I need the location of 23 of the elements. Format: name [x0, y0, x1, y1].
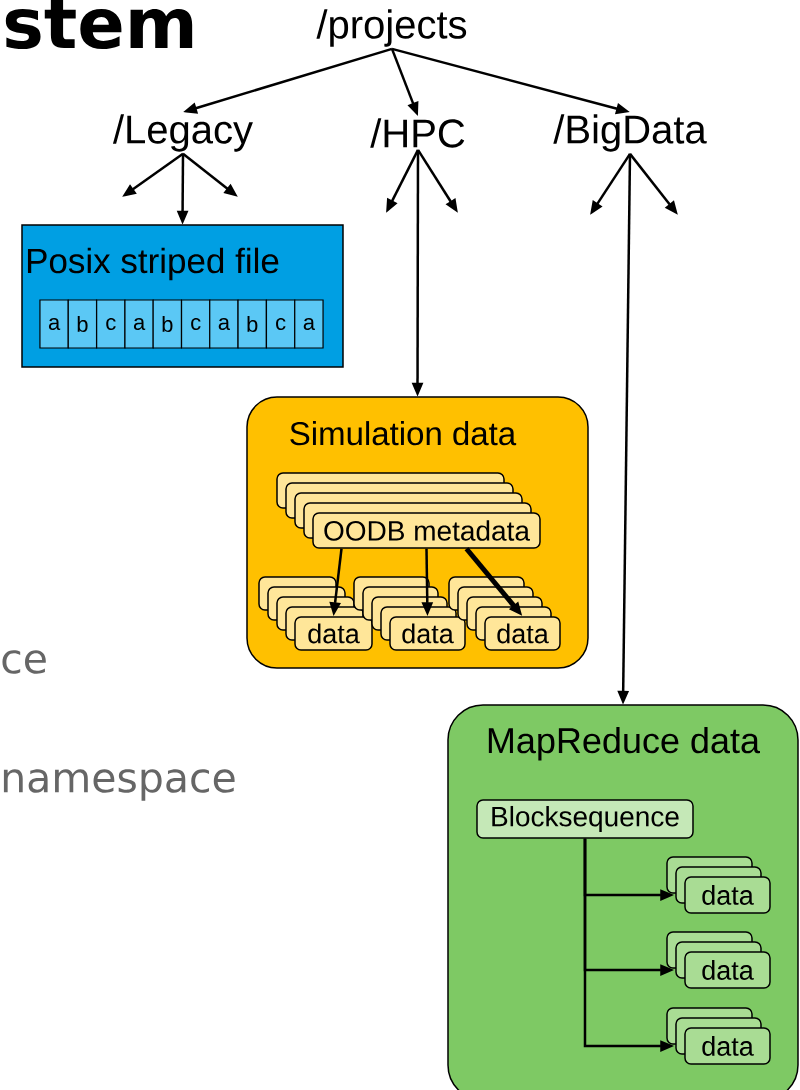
- bullet-text: namespace: [3, 769, 235, 801]
- path-label: /HPC: [370, 118, 465, 148]
- bullet-text: ce: [2, 650, 46, 674]
- path-label: /projects: [316, 9, 467, 47]
- stripe-cell: b: [67, 299, 98, 349]
- stacked-data-box: data: [666, 931, 771, 989]
- stripe-cell: c: [96, 299, 126, 349]
- stripe-cell: a: [294, 299, 324, 349]
- stripe-cell: a: [39, 299, 69, 349]
- stacked-metadata-box: OODB metadata: [276, 472, 541, 549]
- block-box: Blocksequence: [476, 799, 694, 839]
- path-label: /Legacy: [112, 114, 253, 152]
- stacked-data-box: data: [666, 856, 771, 914]
- stripe-cell: a: [124, 299, 154, 349]
- stripe-cell: b: [237, 299, 267, 349]
- stripe-cell: c: [265, 299, 296, 349]
- stripe-cell: c: [180, 299, 211, 349]
- stripe-cell: a: [209, 299, 239, 349]
- node-label: data: [497, 623, 549, 644]
- path-label: /BigData: [553, 114, 707, 152]
- stripe-cell: b: [152, 299, 183, 349]
- node-label: OODB metadata: [324, 520, 530, 541]
- stacked-data-box: data: [666, 1007, 771, 1065]
